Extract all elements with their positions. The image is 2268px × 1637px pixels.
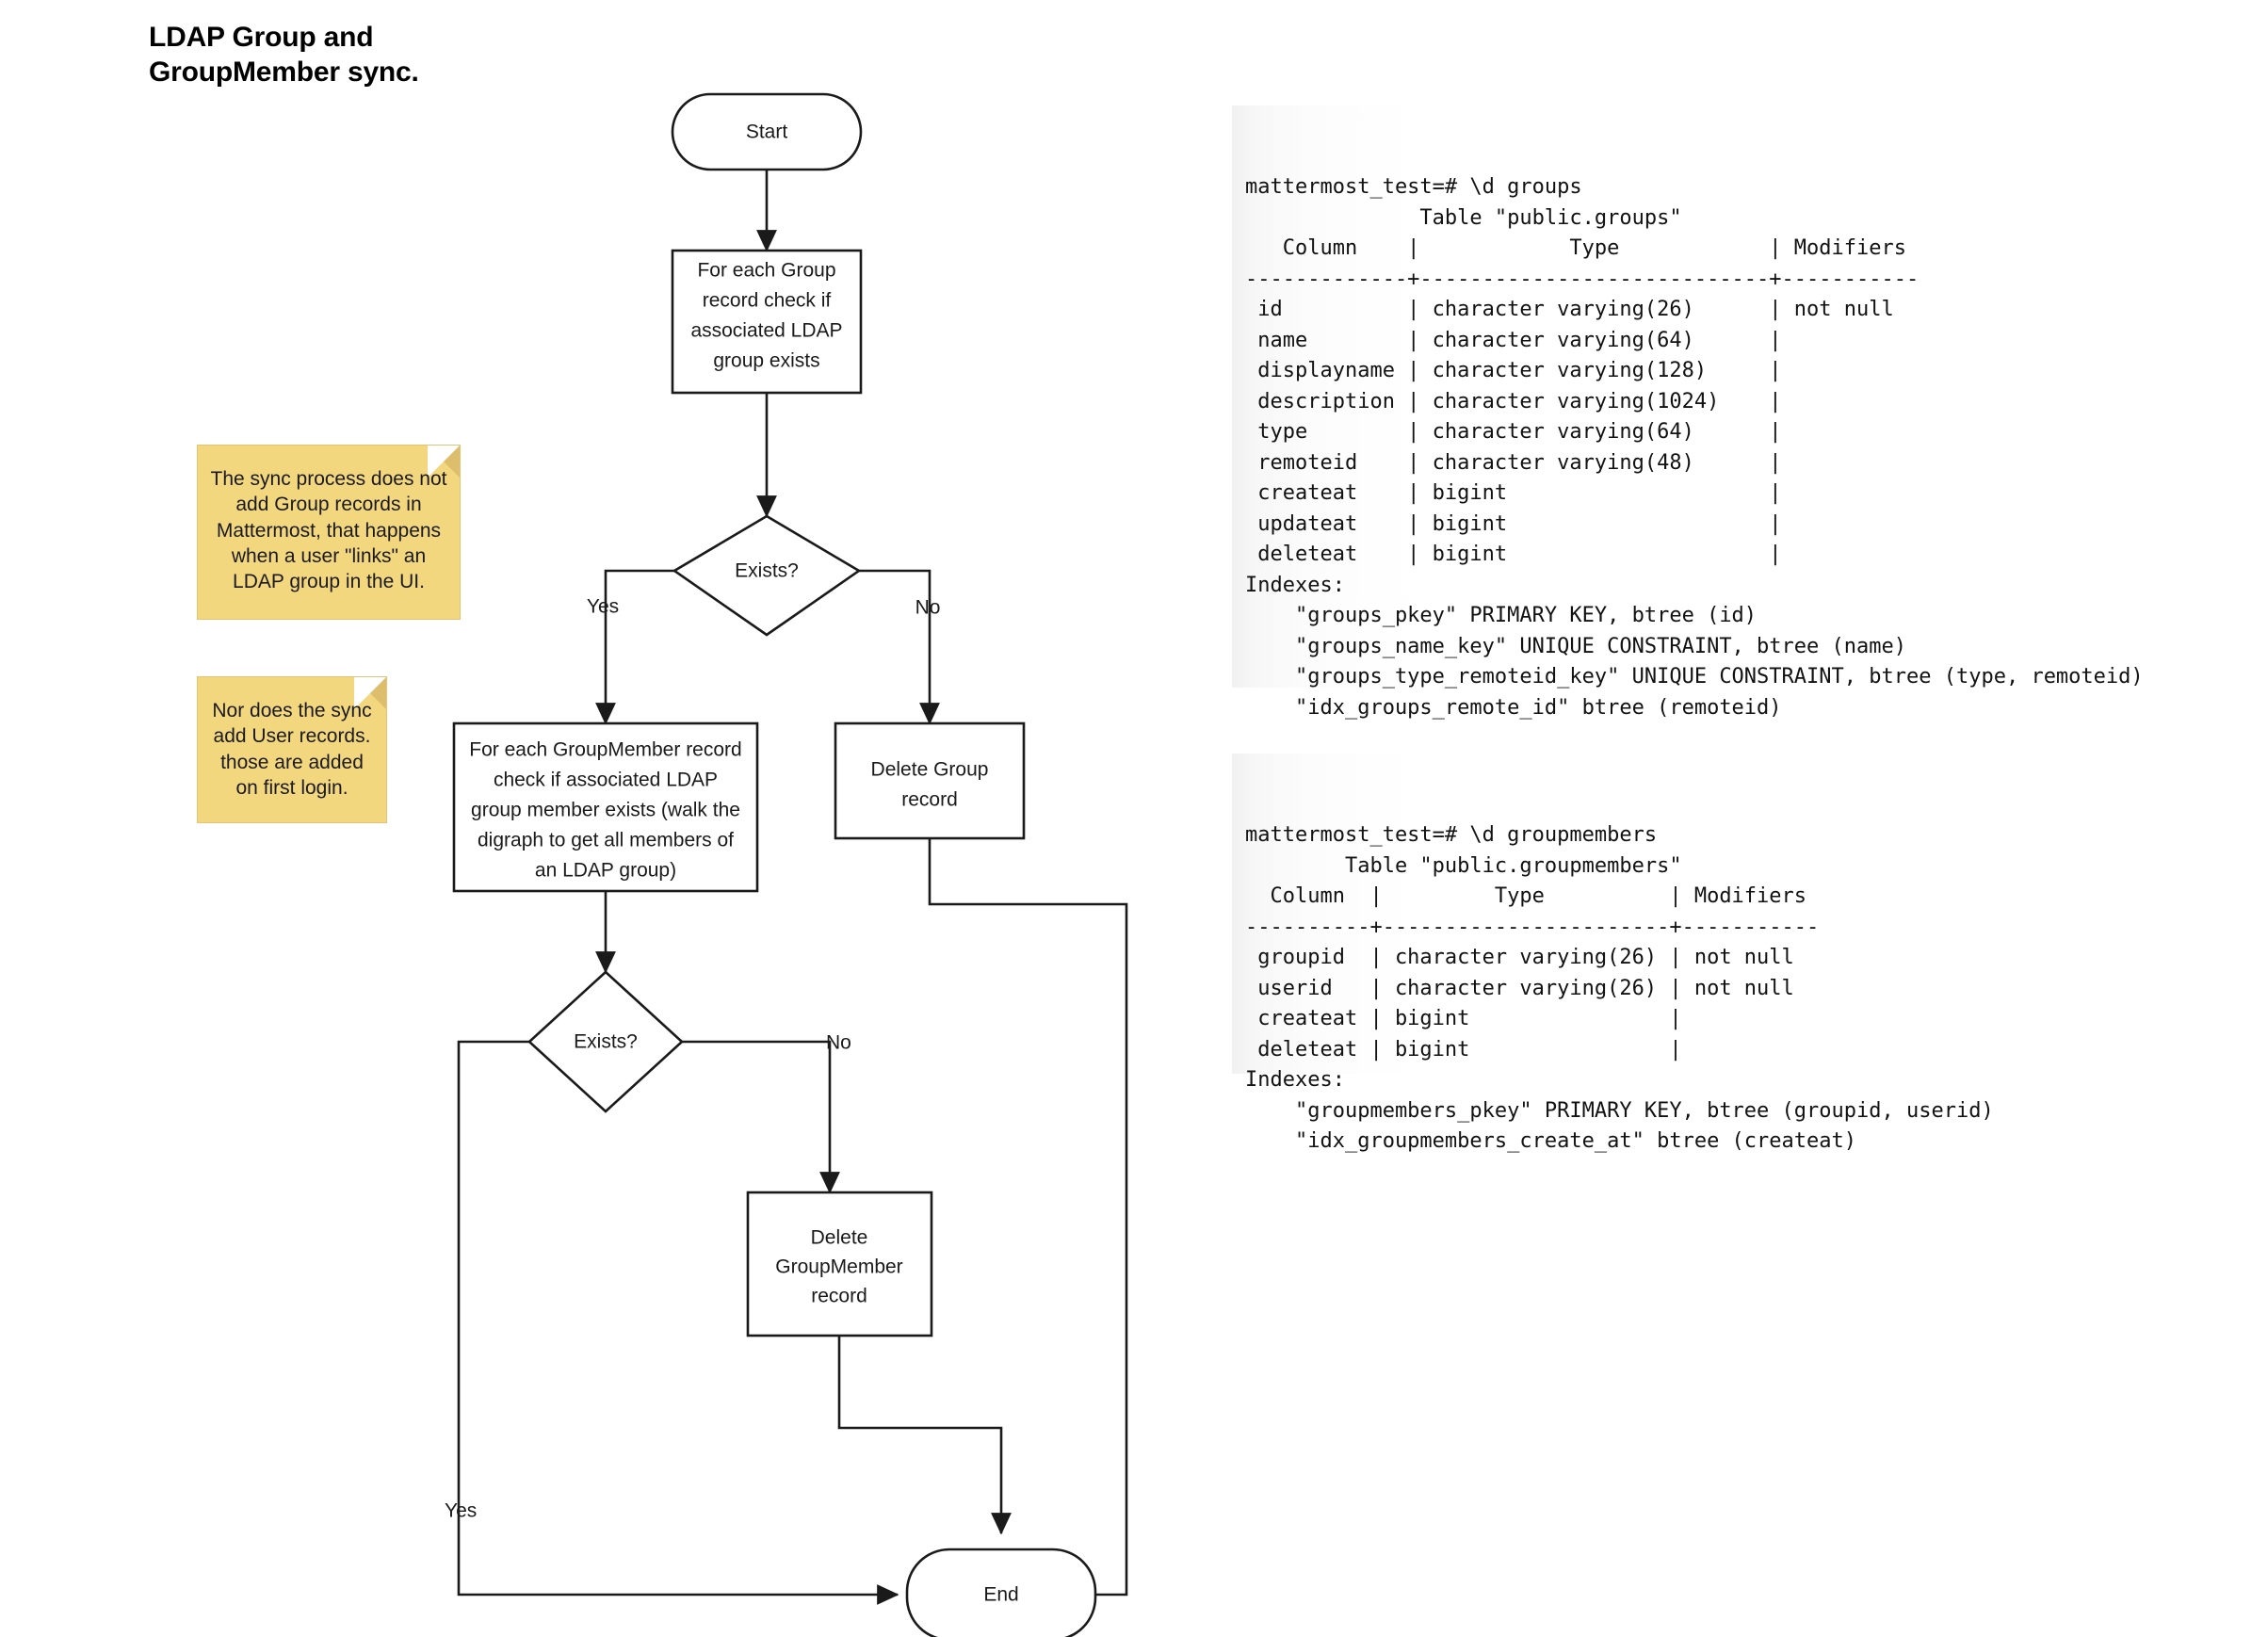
edge-exists1-yes <box>595 569 674 725</box>
edge-exists2-no <box>682 1040 840 1194</box>
edge-deletegroupmember-to-end <box>837 1336 1012 1535</box>
terminal-groups-text: mattermost_test=# \d groups Table "publi… <box>1245 175 2144 720</box>
node-for-each-groupmember-line2: check if associated LDAP <box>494 770 718 791</box>
node-delete-group[interactable]: Delete Group record <box>834 721 1026 840</box>
edge-deletegroup-to-end <box>928 838 1128 1605</box>
node-for-each-groupmember-line5: an LDAP group) <box>535 860 676 882</box>
node-end-label: End <box>983 1584 1018 1606</box>
node-delete-group-line2: record <box>901 789 958 811</box>
page-title: LDAP Group and GroupMember sync. <box>149 22 419 88</box>
edge-label-exists2-no: No <box>826 1032 851 1054</box>
node-delete-groupmember-line1: Delete <box>811 1227 868 1249</box>
terminal-output-groupmembers: mattermost_test=# \d groupmembers Table … <box>1232 754 2080 1153</box>
node-exists-1-label: Exists? <box>735 560 799 582</box>
node-delete-groupmember[interactable]: Delete GroupMember record <box>746 1191 933 1337</box>
node-delete-groupmember-line3: record <box>811 1286 867 1307</box>
node-start[interactable]: Start <box>671 92 863 171</box>
edge-exists1-no <box>859 569 940 725</box>
node-delete-groupmember-line2: GroupMember <box>775 1256 902 1278</box>
node-for-each-group[interactable]: For each Group record check if associate… <box>671 249 863 395</box>
sticky-note-group-records: The sync process does not add Group reco… <box>197 445 461 620</box>
node-for-each-group-line3: associated LDAP <box>690 320 842 342</box>
sticky-note-2-text: Nor does the sync add User records. thos… <box>212 700 372 799</box>
edge-label-exists2-yes: Yes <box>445 1500 477 1522</box>
note-fold-mask <box>428 446 460 478</box>
flowchart-canvas: Start For each Group record check if ass… <box>445 92 1128 1637</box>
edge-label-exists1-no: No <box>915 597 941 619</box>
node-for-each-groupmember-line1: For each GroupMember record <box>469 739 741 761</box>
node-for-each-groupmember-line3: group member exists (walk the <box>471 800 740 821</box>
terminal-output-groups: mattermost_test=# \d groups Table "publi… <box>1232 105 2230 811</box>
node-start-label: Start <box>746 122 788 143</box>
node-exists-1[interactable]: Exists? <box>672 514 862 637</box>
node-for-each-groupmember[interactable]: For each GroupMember record check if ass… <box>452 721 759 893</box>
terminal-groupmembers-text: mattermost_test=# \d groupmembers Table … <box>1245 823 1994 1153</box>
sticky-note-user-records: Nor does the sync add User records. thos… <box>197 676 387 823</box>
note-fold-mask <box>354 677 386 709</box>
sticky-note-1-text: The sync process does not add Group reco… <box>210 468 447 593</box>
node-exists-2-label: Exists? <box>574 1031 638 1053</box>
node-for-each-groupmember-line4: digraph to get all members of <box>478 830 734 851</box>
node-end[interactable]: End <box>905 1548 1097 1637</box>
node-for-each-group-line4: group exists <box>713 350 819 372</box>
node-delete-group-line1: Delete Group <box>871 759 989 781</box>
edge-exists2-yes <box>457 1040 899 1605</box>
edge-label-exists1-yes: Yes <box>587 596 619 618</box>
node-for-each-group-line2: record check if <box>703 290 832 312</box>
node-for-each-group-line1: For each Group <box>697 260 835 282</box>
node-exists-2[interactable]: Exists? <box>527 970 684 1113</box>
